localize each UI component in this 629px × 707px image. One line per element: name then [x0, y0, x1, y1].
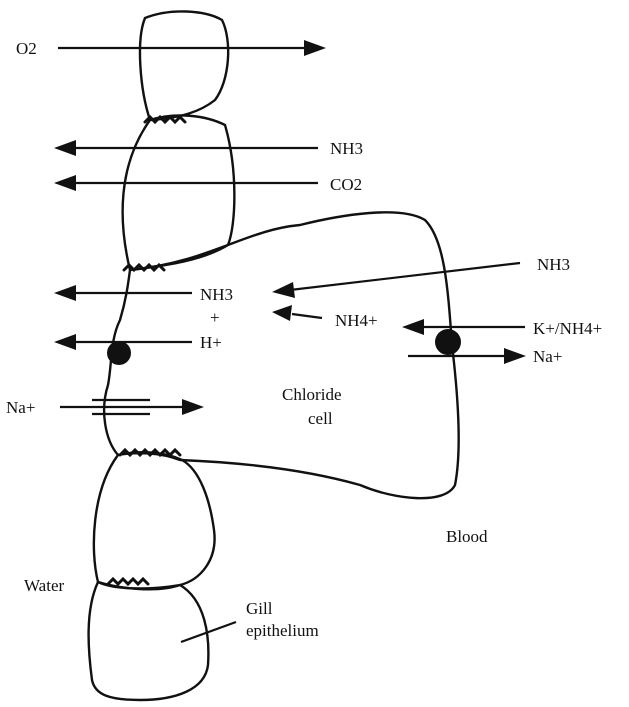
tight-junction-4 [106, 576, 150, 587]
na-blood-arrow [408, 348, 526, 364]
k-nh4-arrow [402, 319, 525, 335]
o2-arrow [58, 40, 326, 56]
label-nh3-apical: NH3 [200, 285, 233, 304]
apical-exchanger [107, 341, 131, 365]
label-blood: Blood [446, 527, 488, 546]
label-cell: cell [308, 409, 333, 428]
label-k-nh4: K+/NH4+ [533, 319, 602, 338]
label-nh4-inside: NH4+ [335, 311, 378, 330]
label-epithelium: epithelium [246, 621, 319, 640]
na-water-arrow [60, 399, 204, 415]
nh3-efflux-arrow [54, 140, 318, 156]
label-nh3-blood: NH3 [537, 255, 570, 274]
label-na-blood: Na+ [533, 347, 562, 366]
h-plus-arrow [54, 334, 192, 350]
nh4-inside-arrow [272, 305, 323, 321]
tight-junction-2 [122, 262, 166, 273]
chloride-cell-outline [102, 211, 460, 500]
nh3-blood-arrow [272, 261, 521, 298]
tight-junction-3 [118, 447, 182, 458]
tight-junction-1 [143, 114, 187, 125]
epithelial-cell-lower [92, 451, 216, 590]
gill-pointer-line [180, 620, 237, 644]
label-h-plus: H+ [200, 333, 222, 352]
epithelial-cell-bottom [87, 580, 210, 702]
label-na-water: Na+ [6, 398, 35, 417]
sodium-channel [92, 398, 150, 416]
nh3-apical-arrow [54, 285, 192, 301]
label-chloride: Chloride [282, 385, 342, 404]
label-gill: Gill [246, 599, 273, 618]
basolateral-pump [435, 329, 461, 355]
label-plus: + [210, 308, 220, 327]
epithelial-cell-top [138, 10, 230, 122]
label-nh3-top: NH3 [330, 139, 363, 158]
label-water: Water [24, 576, 64, 595]
label-co2: CO2 [330, 175, 362, 194]
label-o2: O2 [16, 39, 37, 58]
epithelial-cell-upper [121, 114, 236, 272]
co2-efflux-arrow [54, 175, 318, 191]
